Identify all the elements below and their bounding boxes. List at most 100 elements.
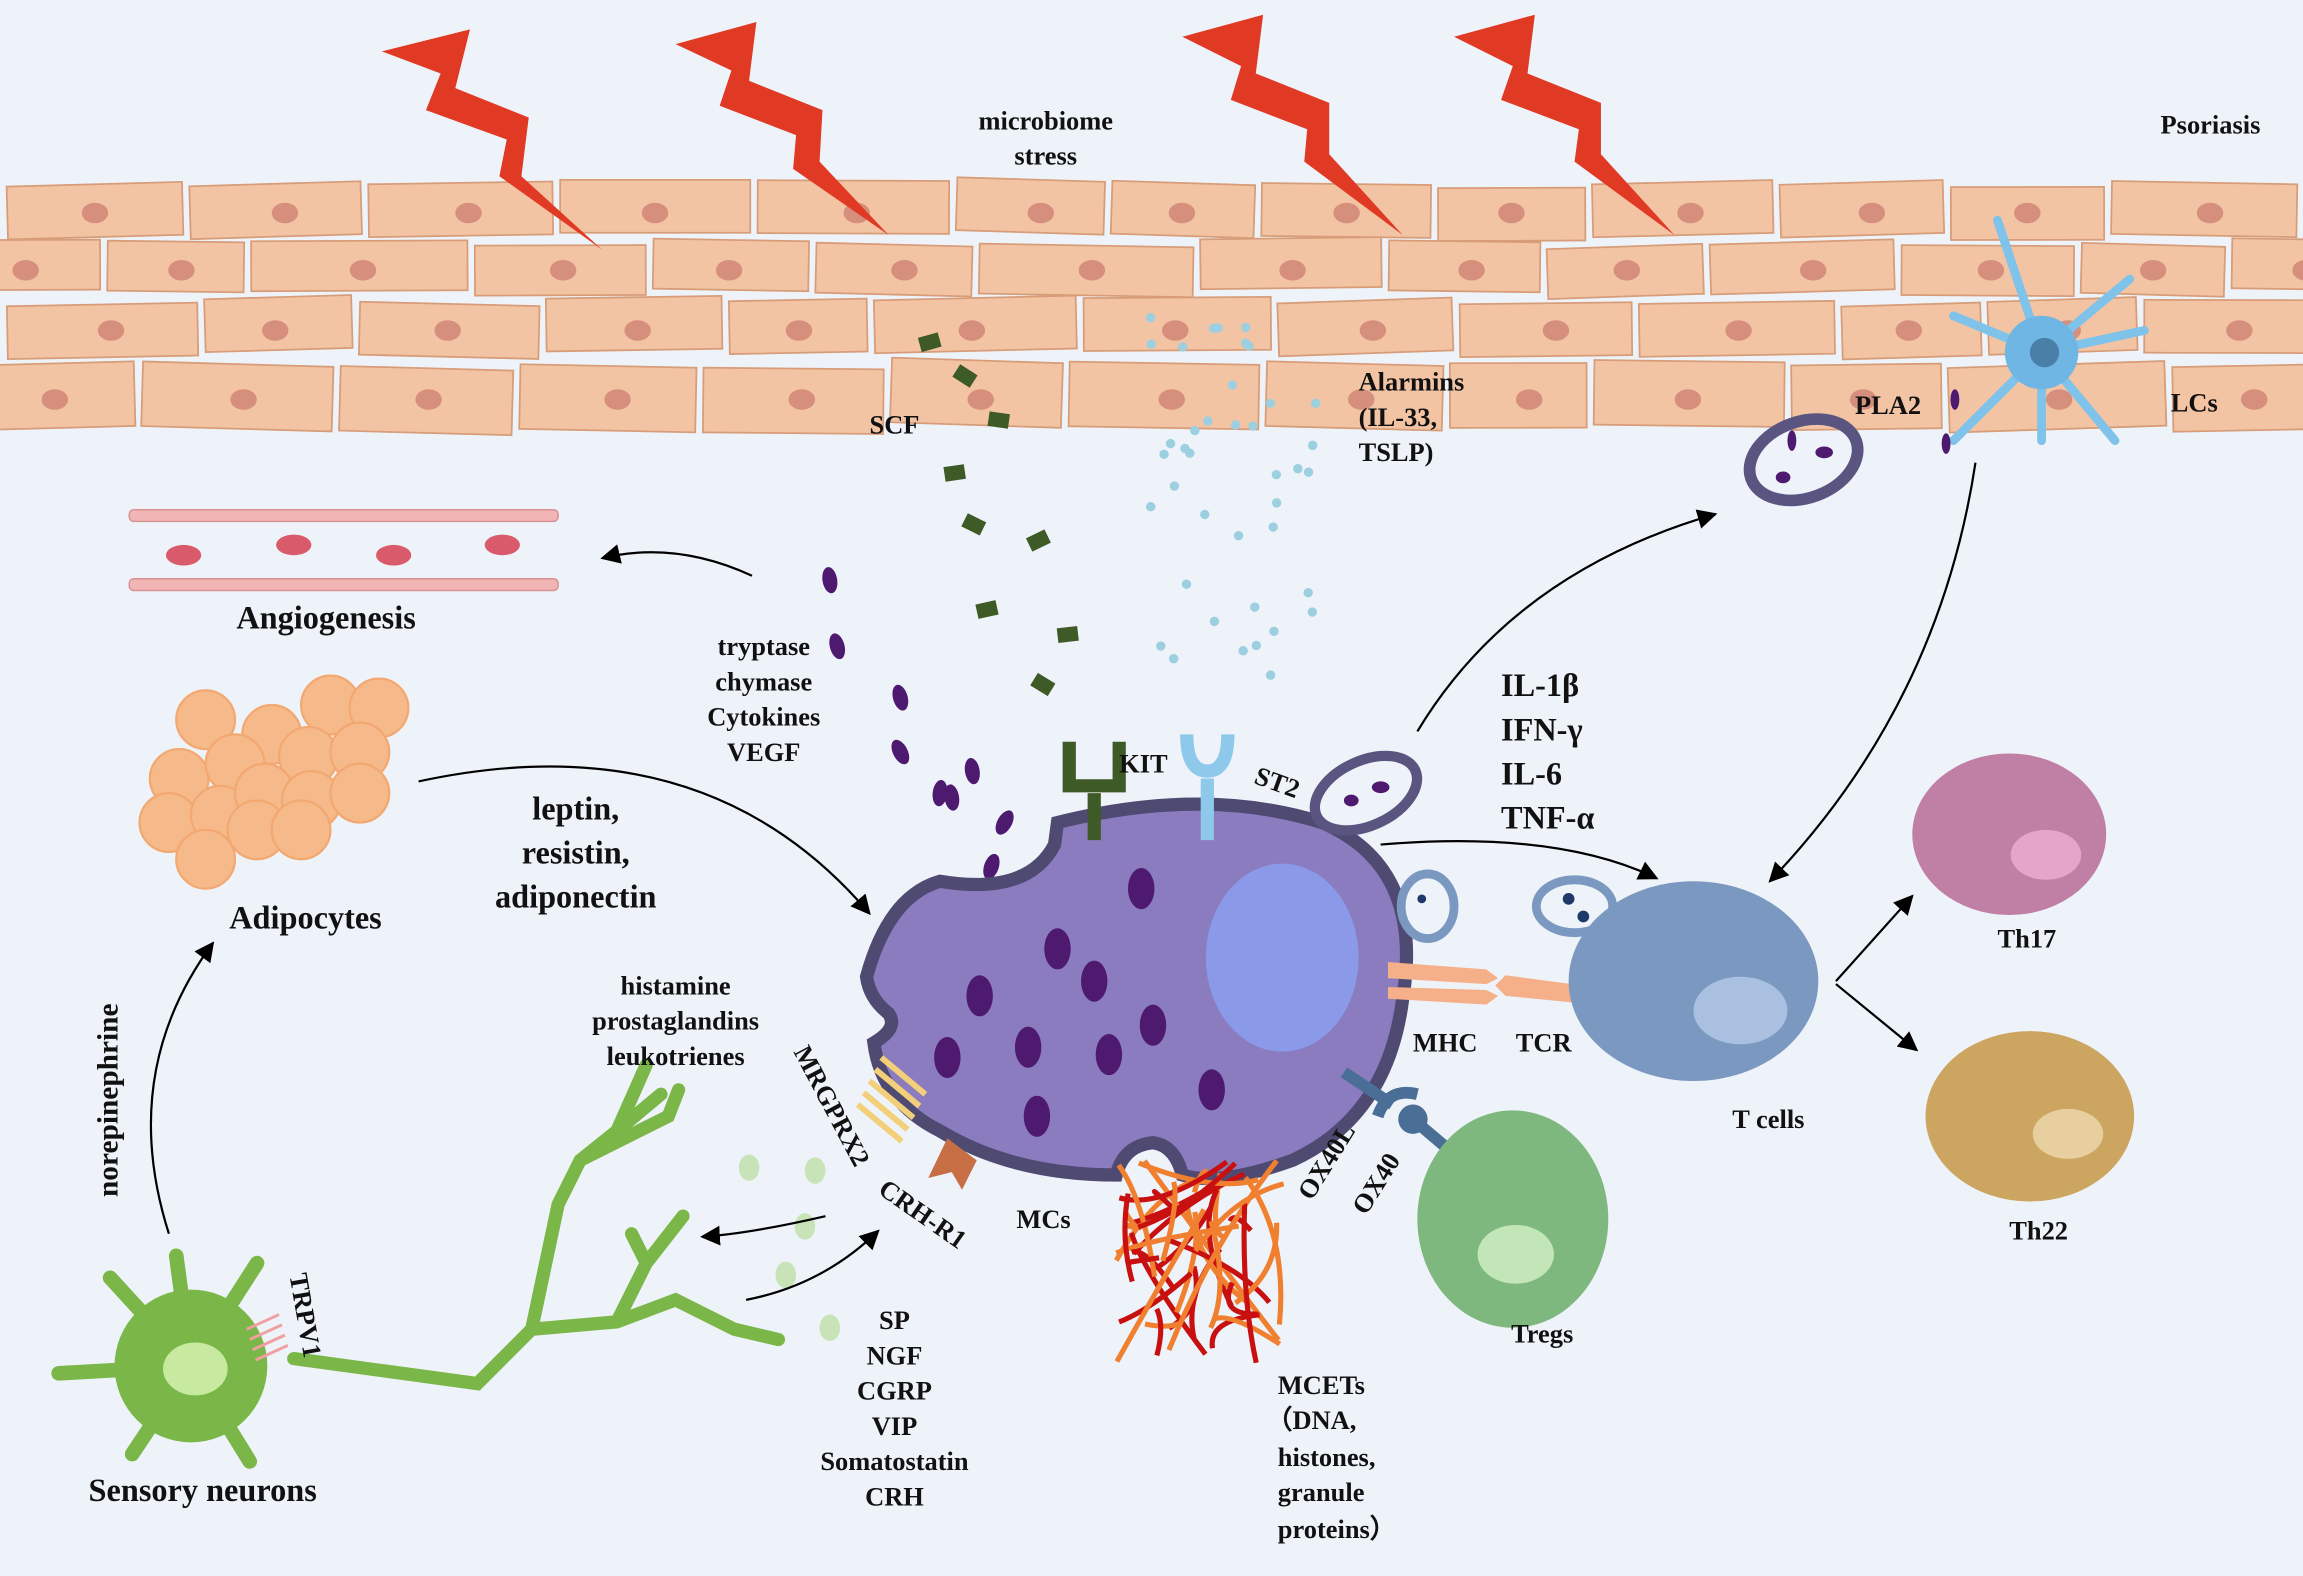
keratinocyte-nucleus xyxy=(891,259,918,281)
granule xyxy=(822,567,838,594)
dna-strand xyxy=(1160,1181,1178,1262)
adipokines: leptin, resistin, adiponectin xyxy=(495,791,657,915)
keratinocyte xyxy=(2143,298,2303,355)
keratinocyte-nucleus xyxy=(434,320,461,341)
svg-text:CGRP: CGRP xyxy=(857,1376,932,1406)
neuropeptide-particle xyxy=(794,1213,816,1240)
alarmin-particle xyxy=(1269,626,1279,636)
th22-cell xyxy=(1925,1031,2135,1202)
disease-label: Psoriasis xyxy=(2161,110,2261,140)
secretory-vesicle xyxy=(1396,869,1459,943)
alarmin-particle xyxy=(1169,481,1180,491)
keratinocyte-nucleus xyxy=(1333,202,1360,224)
keratinocyte-nucleus xyxy=(1677,202,1704,224)
alarmin-particle xyxy=(1165,438,1176,449)
alarmin-particle xyxy=(1209,616,1220,627)
alarmin-particle xyxy=(1159,449,1169,460)
secretory-vesicle xyxy=(1309,750,1423,836)
alarmin-particle xyxy=(1233,531,1244,541)
dna-strand xyxy=(1154,1307,1164,1357)
arrow xyxy=(1835,983,1919,1052)
mc-cytokines: IL-1β IFN-γ IL-6 TNF-α xyxy=(1501,667,1594,835)
adipocytes-label: Adipocytes xyxy=(229,899,382,935)
dna-strand xyxy=(1122,1193,1135,1283)
alarmin-particle xyxy=(1265,398,1276,409)
keratinocyte-nucleus xyxy=(1858,202,1886,224)
crh-r1-receptor-icon xyxy=(928,1138,977,1190)
keratinocyte-nucleus xyxy=(97,320,125,341)
alarmin-particle xyxy=(1227,380,1238,390)
granule xyxy=(934,1036,961,1079)
granule xyxy=(995,810,1014,835)
alarmin-particle xyxy=(1181,579,1192,589)
keratinocyte-nucleus xyxy=(1359,320,1387,341)
mast-cell-label: MCs xyxy=(1016,1204,1070,1234)
svg-text:IFN-γ: IFN-γ xyxy=(1501,711,1582,747)
alarmin-particle xyxy=(1145,313,1156,323)
th22-label: Th22 xyxy=(2009,1216,2068,1246)
keratinocyte-nucleus xyxy=(1799,259,1827,281)
alarmin-particle xyxy=(1240,338,1251,348)
dna-strand xyxy=(1206,1188,1234,1307)
keratinocyte-nucleus xyxy=(1498,202,1525,224)
keratinocyte-nucleus xyxy=(2014,202,2041,224)
keratinocyte-nucleus xyxy=(1849,389,1877,410)
adipocyte xyxy=(329,762,391,824)
keratinocyte-nucleus xyxy=(549,259,577,281)
scf-particle xyxy=(987,411,1010,429)
keratinocyte-nucleus xyxy=(230,389,257,410)
alarmin-particle xyxy=(1308,440,1318,451)
kit-receptor-icon xyxy=(1062,741,1126,841)
keratinocyte-nucleus xyxy=(1348,389,1375,410)
granule xyxy=(891,739,910,765)
svg-text:chymase: chymase xyxy=(715,666,812,696)
granule xyxy=(1941,433,1951,454)
svg-text:IL-6: IL-6 xyxy=(1501,755,1562,791)
neuropeptides: SP NGF CGRP VIP Somatostatin CRH xyxy=(820,1305,969,1511)
keratinocyte-nucleus xyxy=(262,320,289,341)
langerhans-nucleus xyxy=(2029,337,2060,368)
alarmins-label: TSLP) xyxy=(1359,437,1434,467)
alarmin-particle xyxy=(1250,602,1260,612)
arrow xyxy=(149,941,215,1235)
svg-text:NGF: NGF xyxy=(867,1340,923,1370)
stimulus-label: microbiome xyxy=(978,105,1113,135)
svg-text:prostaglandins: prostaglandins xyxy=(592,1006,759,1036)
svg-text:（DNA,: （DNA, xyxy=(1266,1405,1356,1435)
keratinocyte-nucleus xyxy=(641,202,669,224)
arrow xyxy=(745,1229,880,1301)
dna-strand xyxy=(1241,1203,1259,1364)
svg-text:resistin,: resistin, xyxy=(522,835,630,871)
neuropeptide-particle xyxy=(819,1314,841,1341)
alarmin-particle xyxy=(1268,522,1278,532)
alarmin-particle xyxy=(1238,646,1248,656)
alarmin-particle xyxy=(1310,398,1321,408)
keratinocyte-nucleus xyxy=(958,320,986,341)
blood-vessel xyxy=(128,508,559,592)
granule xyxy=(892,684,909,711)
keratinocyte-nucleus xyxy=(1542,320,1570,341)
neuron-nucleus xyxy=(163,1342,228,1396)
trpv1-receptor-icon xyxy=(246,1313,289,1362)
keratinocyte-nucleus xyxy=(1977,259,2005,281)
alarmin-particle xyxy=(1200,509,1210,520)
keratinocyte-nucleus xyxy=(967,389,994,410)
scf-particle xyxy=(1030,672,1056,697)
keratinocyte-nucleus xyxy=(1515,389,1543,410)
lcs-label: LCs xyxy=(2171,387,2218,417)
alarmin-particle xyxy=(1190,425,1200,436)
svg-text:IL-1β: IL-1β xyxy=(1501,667,1579,703)
keratinocyte-nucleus xyxy=(1458,259,1485,281)
alarmin-particle xyxy=(1303,588,1313,598)
alarmins-label: (IL-33, xyxy=(1359,402,1438,432)
neuropeptide-particle xyxy=(775,1261,797,1289)
keratinocyte-nucleus xyxy=(1279,259,1306,281)
svg-text:SP: SP xyxy=(879,1305,910,1335)
keratinocyte-nucleus xyxy=(271,202,299,224)
epidermis-keratinocytes xyxy=(0,176,2303,437)
keratinocyte-nucleus xyxy=(415,389,442,410)
granule xyxy=(1139,1004,1167,1046)
granule xyxy=(1343,794,1359,807)
granule xyxy=(966,975,993,1017)
granule xyxy=(1417,894,1427,904)
